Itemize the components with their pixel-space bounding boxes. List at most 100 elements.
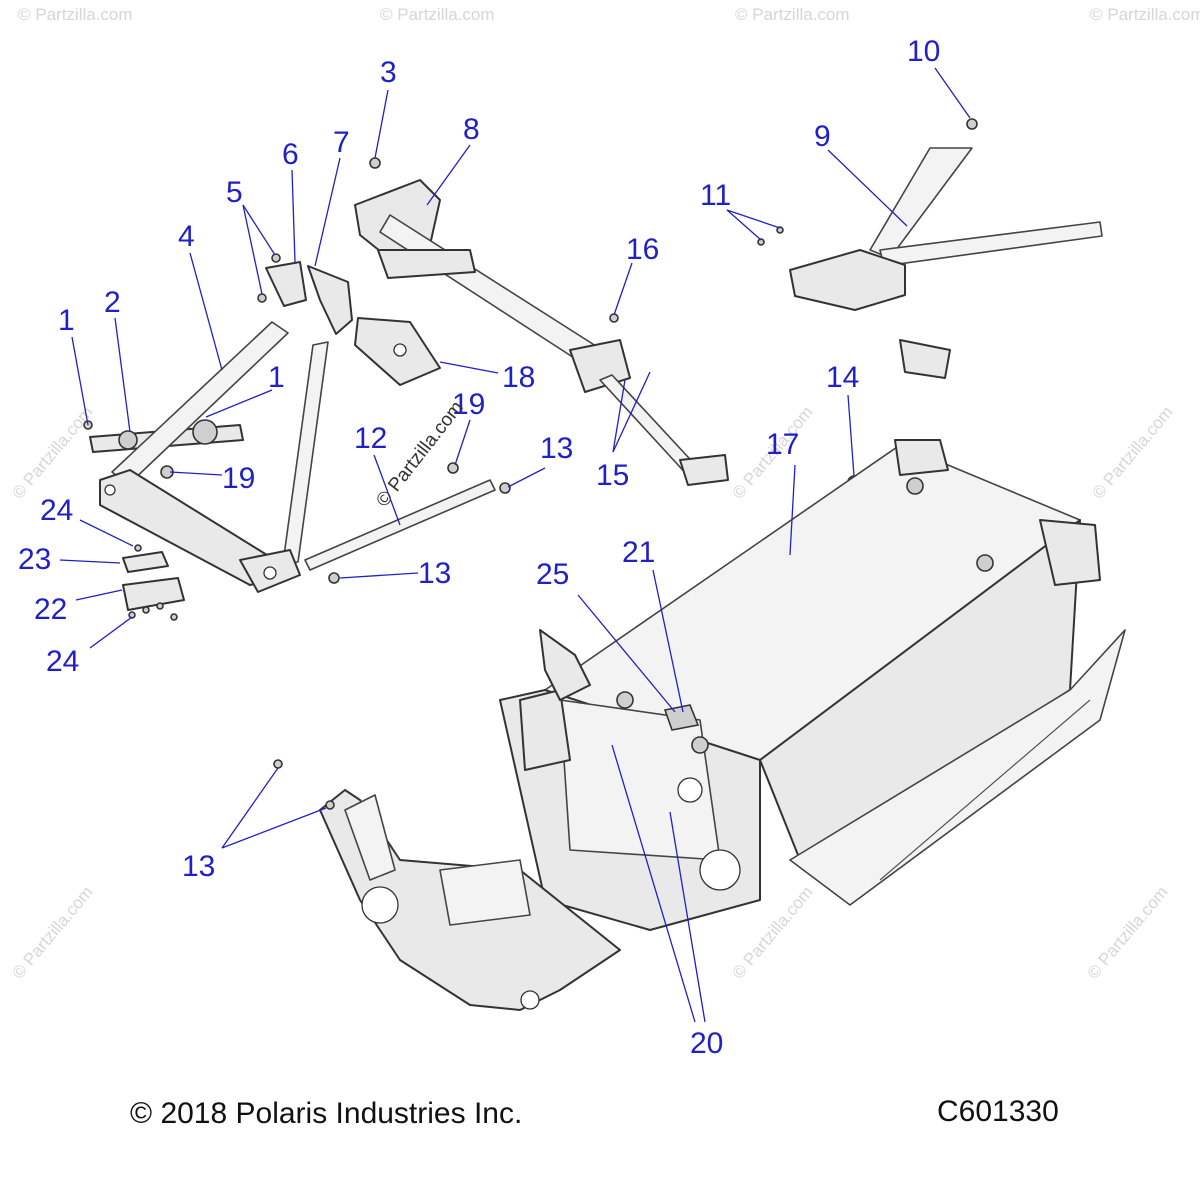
post bbox=[691, 736, 709, 754]
leader-24 bbox=[79, 519, 134, 547]
callout-17: 17 bbox=[766, 428, 799, 461]
callout-22: 22 bbox=[34, 593, 67, 626]
steering-foot bbox=[679, 454, 729, 486]
watermark: © Partzilla.com bbox=[1090, 5, 1200, 24]
leader-5 bbox=[242, 204, 276, 256]
callout-16: 16 bbox=[626, 233, 659, 266]
leader-4 bbox=[189, 252, 223, 371]
callout-20: 20 bbox=[690, 1027, 723, 1060]
leader-12 bbox=[373, 454, 401, 526]
leader-2 bbox=[114, 317, 131, 433]
leader-11 bbox=[726, 209, 781, 229]
leader-15 bbox=[612, 379, 626, 453]
callout-13: 13 bbox=[540, 432, 573, 465]
front-mount-center bbox=[439, 859, 531, 926]
callout-11: 11 bbox=[700, 179, 731, 212]
watermark: © Partzilla.com bbox=[380, 5, 495, 24]
diagonal-tube bbox=[111, 321, 289, 486]
bracket-7 bbox=[307, 265, 353, 335]
front-ear bbox=[539, 629, 591, 701]
leader-22 bbox=[75, 589, 123, 601]
cross-bar-clamp bbox=[118, 430, 138, 450]
screw-11 bbox=[776, 226, 784, 234]
leader-15 bbox=[612, 371, 651, 453]
rear-foot-bracket bbox=[899, 339, 951, 379]
screw bbox=[128, 611, 136, 619]
bulkhead-pillar bbox=[519, 689, 571, 771]
front-frame-assembly bbox=[83, 321, 329, 621]
callout-7: 7 bbox=[333, 126, 350, 159]
callout-19: 19 bbox=[452, 388, 485, 421]
callout-2: 2 bbox=[104, 286, 121, 319]
leader-8 bbox=[426, 144, 471, 206]
callout-25: 25 bbox=[536, 558, 569, 591]
callout-3: 3 bbox=[380, 56, 397, 89]
bolt bbox=[257, 293, 267, 303]
bolt bbox=[271, 253, 281, 263]
callout-21: 21 bbox=[622, 536, 655, 569]
callout-1: 1 bbox=[58, 304, 75, 337]
callout-15: 15 bbox=[596, 459, 629, 492]
bolt-13 bbox=[325, 800, 335, 810]
cap-10 bbox=[966, 118, 978, 130]
bulkhead-hole bbox=[677, 777, 703, 803]
figure-code: C601330 bbox=[937, 1095, 1059, 1128]
leader-21 bbox=[652, 569, 684, 713]
leader-13 bbox=[339, 572, 419, 579]
leader-20 bbox=[611, 744, 696, 1023]
screw bbox=[134, 544, 142, 552]
pivot-hole bbox=[263, 566, 277, 580]
callout-14: 14 bbox=[826, 361, 859, 394]
leader-5 bbox=[242, 204, 263, 295]
callout-9: 9 bbox=[814, 120, 831, 153]
leader-1 bbox=[71, 336, 89, 426]
bracket-6 bbox=[265, 261, 307, 307]
watermark: © Partzilla.com bbox=[9, 403, 97, 503]
front-mount-hole bbox=[361, 886, 399, 924]
screw-11 bbox=[757, 238, 765, 246]
leader-7 bbox=[314, 157, 341, 267]
rear-upper-frame bbox=[757, 118, 1103, 379]
leader-3 bbox=[374, 89, 389, 159]
rear-hook bbox=[894, 439, 949, 476]
leader-19 bbox=[454, 419, 471, 466]
screw bbox=[142, 606, 150, 614]
bracket-hole bbox=[393, 343, 407, 357]
leader-13 bbox=[221, 767, 279, 849]
leader-11 bbox=[726, 209, 762, 241]
leader-lines bbox=[59, 67, 971, 1023]
bolt-13 bbox=[499, 482, 511, 494]
post bbox=[616, 691, 634, 709]
vertical-tube bbox=[282, 341, 329, 564]
leader-20 bbox=[669, 811, 706, 1023]
leader-17 bbox=[789, 464, 796, 556]
bolt-16 bbox=[609, 313, 619, 323]
bolt-13 bbox=[273, 759, 283, 769]
bracket-hardware bbox=[257, 157, 459, 474]
bolt-13 bbox=[328, 572, 340, 584]
screw bbox=[170, 613, 178, 621]
leader-24 bbox=[89, 616, 133, 649]
callout-5: 5 bbox=[226, 176, 243, 209]
rear-bumper-bracket bbox=[1039, 519, 1101, 586]
callout-24: 24 bbox=[40, 494, 73, 527]
leader-14 bbox=[847, 394, 855, 477]
post bbox=[906, 477, 924, 495]
callout-12: 12 bbox=[354, 422, 387, 455]
callout-10: 10 bbox=[907, 35, 940, 68]
post bbox=[976, 554, 994, 572]
leader-23 bbox=[59, 559, 121, 564]
leader-6 bbox=[291, 169, 296, 263]
front-mount-left bbox=[344, 794, 396, 881]
callout-24: 24 bbox=[46, 645, 79, 678]
leader-13 bbox=[507, 467, 546, 488]
leader-16 bbox=[613, 262, 633, 316]
callout-13: 13 bbox=[418, 557, 451, 590]
watermark: © Partzilla.com bbox=[735, 5, 850, 24]
bulkhead-hole bbox=[699, 849, 741, 891]
leader-10 bbox=[934, 67, 971, 119]
callout-13: 13 bbox=[182, 850, 215, 883]
watermark: © Partzilla.com bbox=[18, 5, 133, 24]
